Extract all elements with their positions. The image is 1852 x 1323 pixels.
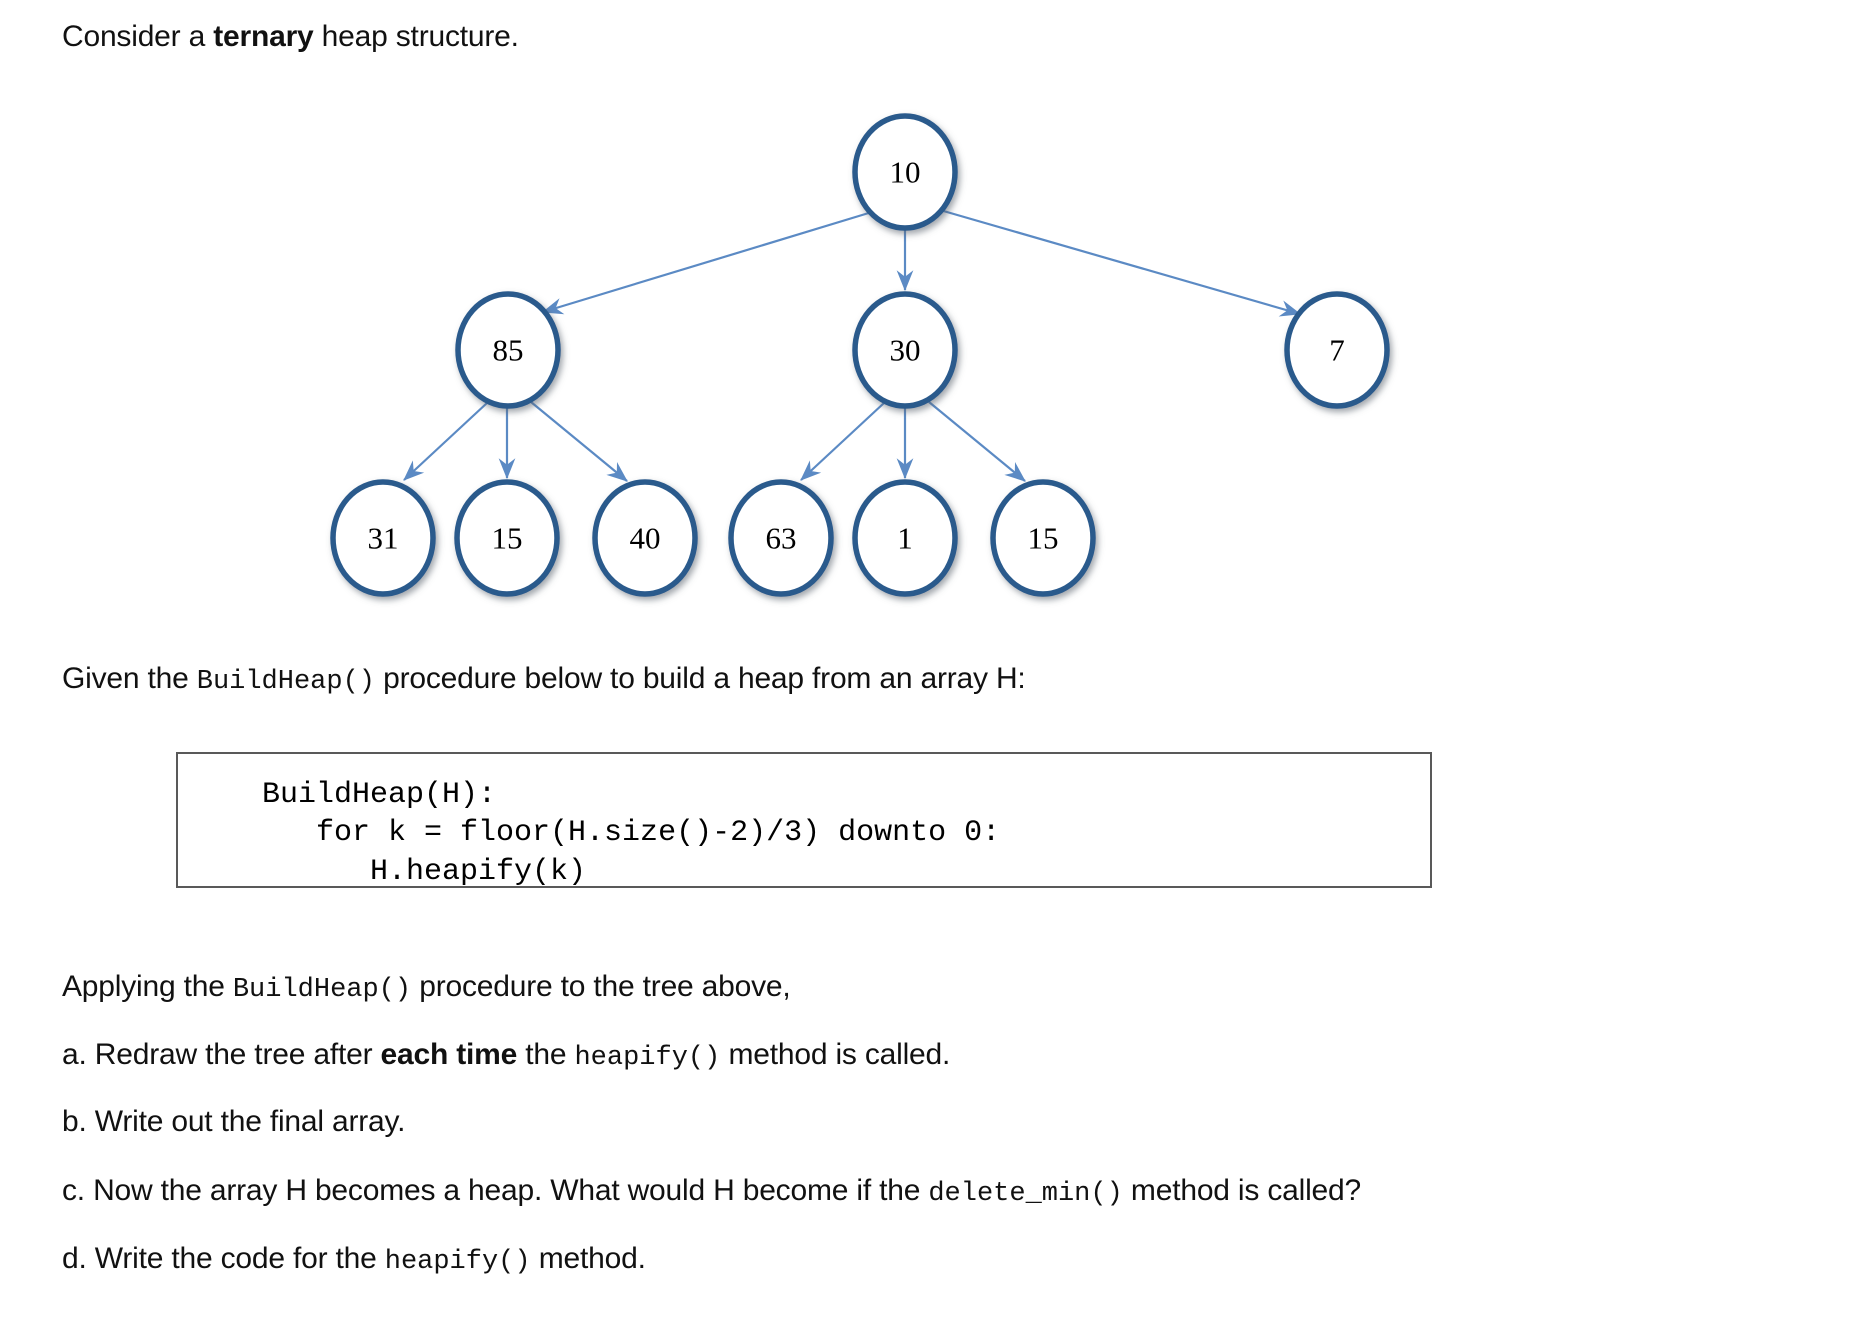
question-a-bold-each-time: each time [380,1038,518,1071]
question-c-code-delete-min: delete_min() [928,1179,1123,1209]
question-b-text: b. Write out the final array. [62,1105,406,1138]
applying-suffix: procedure to the tree above, [411,970,791,1003]
given-code-buildheap: BuildHeap() [196,667,375,697]
tree-node-label: 10 [890,155,921,190]
given-prefix: Given the [62,662,197,695]
tree-node-label: 31 [368,521,399,556]
page-title: Consider a ternary heap structure. [62,18,519,56]
ternary-heap-diagram: 10 85 30 7 31 [0,90,1852,620]
tree-node-30[interactable]: 30 [852,291,958,409]
given-suffix: procedure below to build a heap from an … [374,662,1026,695]
tree-node-label: 63 [766,521,797,556]
edge-85-to-40 [530,401,628,482]
tree-node-label: 15 [492,521,523,556]
tree-node-7[interactable]: 7 [1284,291,1390,409]
question-a-suffix: method is called. [720,1038,951,1071]
question-c-prefix: c. Now the array H becomes a heap. What … [62,1174,929,1207]
tree-node-label: 1 [897,521,913,556]
question-b: b. Write out the final array. [62,1103,405,1141]
edge-30-to-15b [928,401,1026,482]
tree-node-85[interactable]: 85 [455,291,561,409]
edge-10-to-7 [939,208,1302,317]
tree-node-root[interactable]: 10 [852,113,958,231]
applying-code-buildheap: BuildHeap() [232,975,412,1005]
tree-nodes: 10 85 30 7 31 [330,113,1390,597]
title-bold-ternary: ternary [213,20,314,53]
question-a: a. Redraw the tree after each time the h… [62,1036,950,1076]
tree-node-15-left[interactable]: 15 [454,479,560,597]
question-d-suffix: method. [530,1242,646,1275]
applying-procedure-line: Applying the BuildHeap() procedure to th… [62,968,791,1008]
tree-node-label: 40 [630,521,661,556]
tree-node-1[interactable]: 1 [852,479,958,597]
buildheap-code-box: BuildHeap(H): for k = floor(H.size()-2)/… [176,752,1432,889]
question-d-code-heapify: heapify() [384,1247,531,1277]
applying-prefix: Applying the [62,970,233,1003]
tree-node-63[interactable]: 63 [728,479,834,597]
question-a-code-heapify: heapify() [574,1043,721,1073]
tree-node-31[interactable]: 31 [330,479,436,597]
title-prefix: Consider a [62,20,214,53]
tree-node-label: 7 [1329,333,1345,368]
tree-edges [403,208,1302,482]
question-c-suffix: method is called? [1122,1174,1361,1207]
edge-10-to-85 [541,210,873,315]
tree-node-15-right[interactable]: 15 [990,479,1096,597]
title-suffix: heap structure. [313,20,519,53]
tree-node-label: 85 [493,333,524,368]
tree-node-40[interactable]: 40 [592,479,698,597]
question-d: d. Write the code for the heapify() meth… [62,1240,646,1280]
question-c: c. Now the array H becomes a heap. What … [62,1172,1361,1212]
buildheap-code-text: BuildHeap(H): for k = floor(H.size()-2)/… [262,778,1001,889]
edge-30-to-63 [800,402,885,481]
question-a-mid: the [517,1038,575,1071]
tree-node-label: 15 [1028,521,1059,556]
given-procedure-line: Given the BuildHeap() procedure below to… [62,660,1026,700]
question-d-prefix: d. Write the code for the [62,1242,385,1275]
edge-85-to-31 [403,402,488,481]
question-a-prefix: a. Redraw the tree after [62,1038,381,1071]
tree-node-label: 30 [890,333,921,368]
